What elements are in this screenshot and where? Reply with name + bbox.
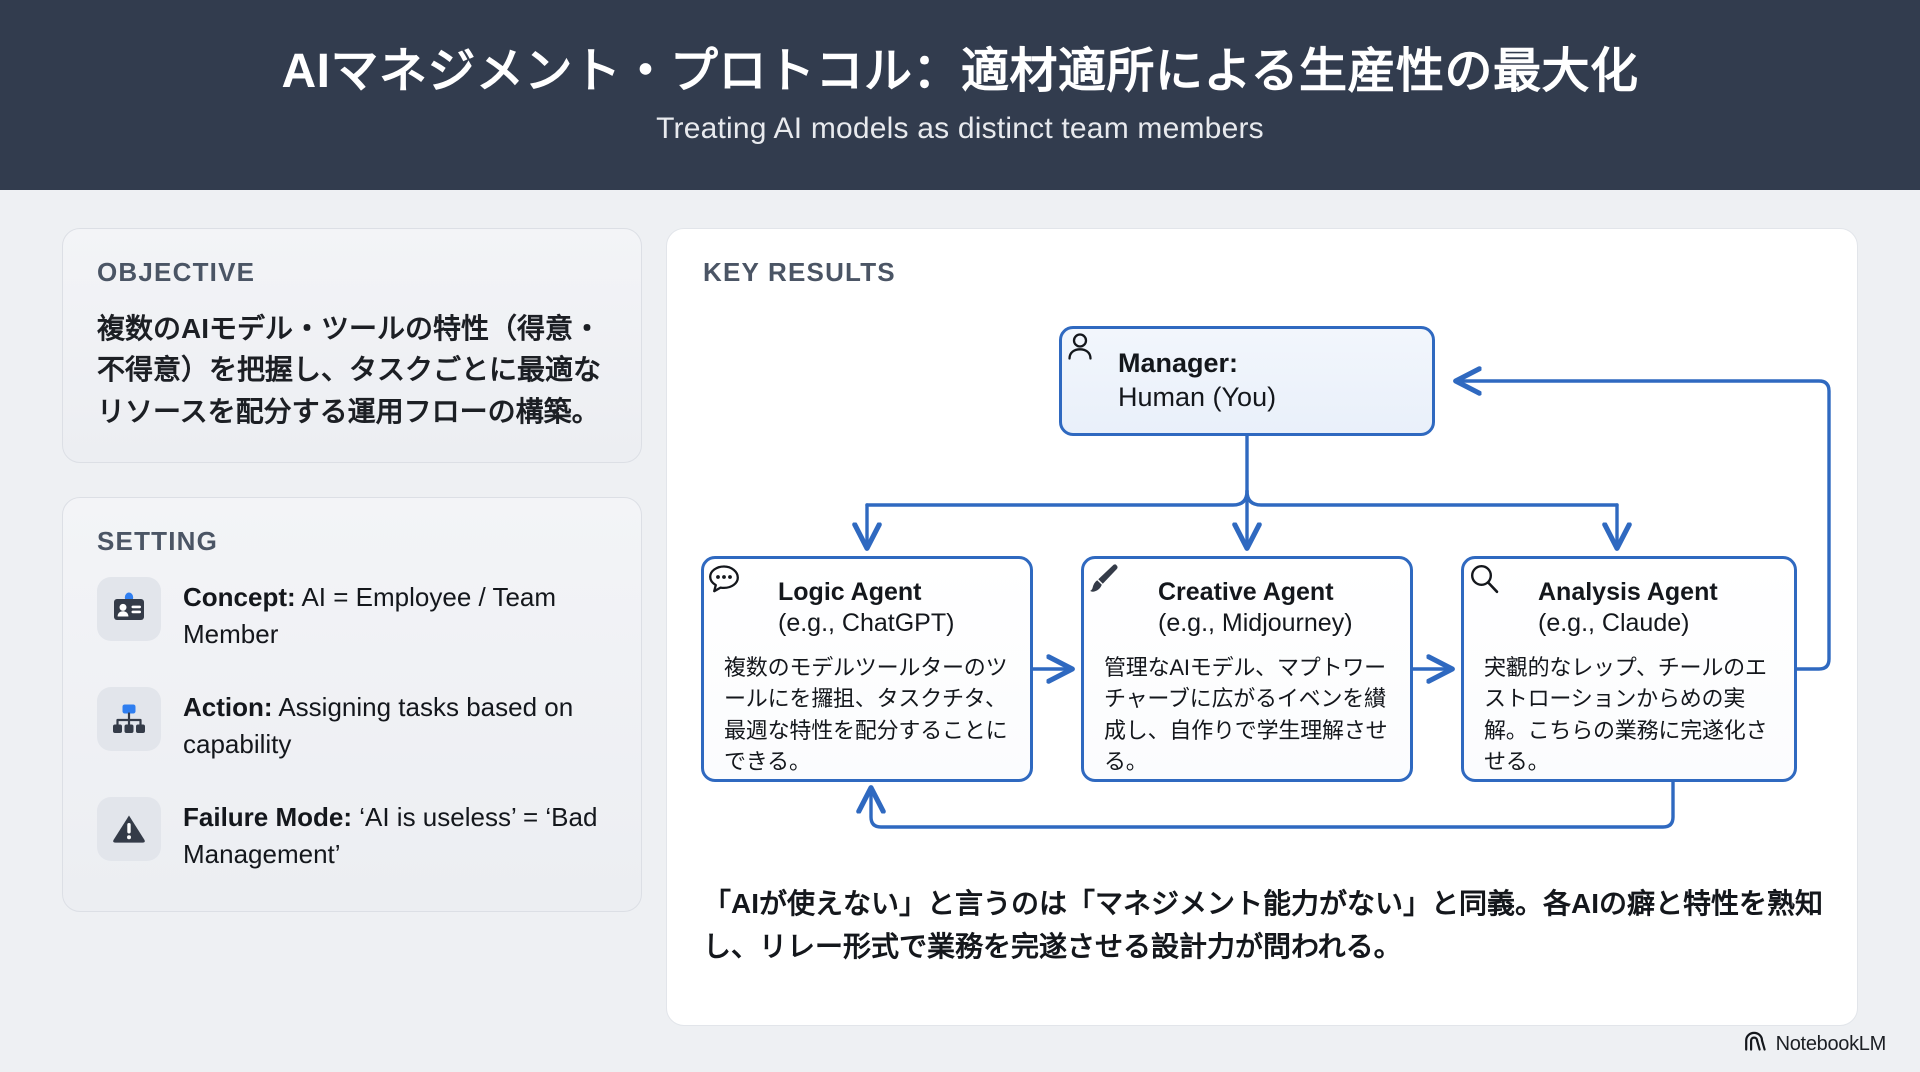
- setting-item-desc: AI = Employee / Team Member: [183, 582, 557, 650]
- node-analysis-agent[interactable]: Analysis Agent (e.g., Claude) 宊覾的なレップ、チー…: [1461, 556, 1797, 782]
- agent-flow-diagram: Manager: Human (You): [667, 229, 1859, 1027]
- paintbrush-icon: [1090, 564, 1144, 619]
- setting-item-action: Action: Assigning tasks based on capabil…: [97, 687, 607, 763]
- notebooklm-icon: [1743, 1031, 1767, 1058]
- page-subtitle: Treating AI models as distinct team memb…: [656, 111, 1264, 145]
- page-title: AIマネジメント・プロトコル：適材適所による生産性の最大化: [281, 45, 1639, 99]
- slide-header: AIマネジメント・プロトコル：適材適所による生産性の最大化 Treating A…: [0, 0, 1920, 190]
- setting-item-text: Failure Mode: ‘AI is useless’ = ‘Bad Man…: [183, 797, 607, 873]
- objective-text: 複数のAIモデル・ツールの特性（得意・不得意）を把握し、タスクごとに最適なリソー…: [97, 313, 602, 427]
- agent-example: (e.g., Midjourney): [1158, 608, 1353, 637]
- agent-name: Creative Agent: [1158, 578, 1334, 606]
- agent-header-texts: Logic Agent (e.g., ChatGPT): [778, 577, 954, 638]
- objective-panel: OBJECTIVE 複数のAIモデル・ツールの特性（得意・不得意）を把握し、タス…: [62, 228, 642, 464]
- warning-triangle-icon: [97, 796, 161, 861]
- agent-body-text: 宊覾的なレップ、チールのエストローションからめの実解。こちらの業務に完遂化させる…: [1484, 655, 1768, 775]
- agent-header-texts: Analysis Agent (e.g., Claude): [1538, 577, 1718, 638]
- setting-item-desc: Assigning tasks based on capability: [183, 692, 574, 760]
- id-badge-icon: [97, 577, 161, 642]
- setting-item-term: Failure Mode:: [183, 801, 353, 832]
- setting-item-concept: Concept: AI = Employee / Team Member: [97, 577, 607, 653]
- setting-item-failure-mode: Failure Mode: ‘AI is useless’ = ‘Bad Man…: [97, 796, 607, 873]
- agent-header: Creative Agent (e.g., Midjourney): [1090, 564, 1390, 638]
- chat-bubble-icon: [709, 565, 764, 619]
- agent-name: Analysis Agent: [1538, 578, 1718, 606]
- notebooklm-brand: NotebookLM: [1743, 1031, 1886, 1058]
- brand-name: NotebookLM: [1775, 1033, 1887, 1055]
- key-results-label: KEY RESULTS: [703, 257, 896, 287]
- node-creative-agent[interactable]: Creative Agent (e.g., Midjourney) 管理なAIモ…: [1081, 556, 1413, 782]
- agent-name: Logic Agent: [778, 578, 922, 606]
- key-results-card: KEY RESULTS: [666, 228, 1858, 1026]
- agent-example: (e.g., Claude): [1538, 608, 1690, 637]
- setting-item-text: Concept: AI = Employee / Team Member: [183, 577, 607, 653]
- left-column: OBJECTIVE 複数のAIモデル・ツールの特性（得意・不得意）を把握し、タス…: [62, 228, 642, 912]
- org-chart-icon: [97, 687, 161, 752]
- node-manager[interactable]: Manager: Human (You): [1059, 326, 1435, 436]
- manager-texts: Manager: Human (You): [1118, 347, 1276, 415]
- agent-example: (e.g., ChatGPT): [778, 608, 955, 637]
- manager-title: Manager:: [1118, 348, 1239, 379]
- setting-label: SETTING: [97, 526, 219, 557]
- node-logic-agent[interactable]: Logic Agent (e.g., ChatGPT) 複数のモデルツールターの…: [701, 556, 1033, 782]
- agent-header: Logic Agent (e.g., ChatGPT): [709, 565, 1010, 638]
- setting-item-term: Concept:: [183, 582, 296, 613]
- agent-body-text: 管理なAIモデル、マプトワーチャーブに広がるイベンを纉成し、自作りで学生理解させ…: [1104, 655, 1388, 775]
- key-results-caption: 「AIが使えない」と言うのは「マネジメント能力がない」と同義。各AIの癖と特性を…: [703, 888, 1824, 962]
- agent-header-texts: Creative Agent (e.g., Midjourney): [1158, 577, 1353, 638]
- agent-header: Analysis Agent (e.g., Claude): [1470, 564, 1774, 638]
- setting-item-term: Action:: [183, 692, 273, 723]
- manager-subtitle: Human (You): [1118, 382, 1277, 412]
- agent-body-text: 複数のモデルツールターのツールにを攞抯、タスクチタ、最週な特性を配分することにで…: [724, 655, 1008, 775]
- setting-panel: SETTING Concept: AI = Employee / Team Me…: [62, 497, 642, 912]
- setting-item-text: Action: Assigning tasks based on capabil…: [183, 687, 607, 763]
- magnifier-icon: [1470, 564, 1524, 619]
- flow-connectors: [667, 229, 1831, 829]
- objective-label: OBJECTIVE: [97, 257, 256, 287]
- setting-item-desc: ‘AI is useless’ = ‘Bad Management’: [183, 801, 598, 869]
